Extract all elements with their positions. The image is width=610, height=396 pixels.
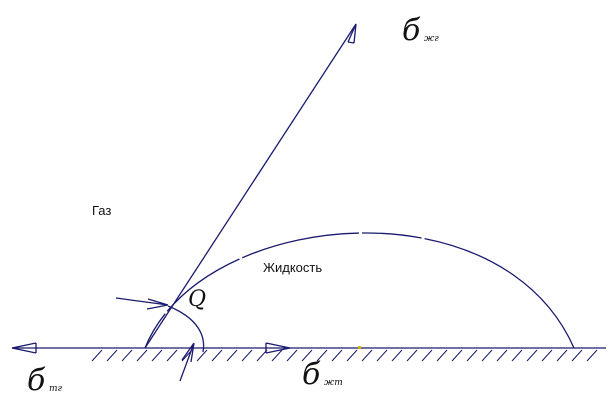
svg-text:б: б	[302, 357, 321, 392]
svg-text:б: б	[27, 363, 46, 396]
svg-text:жг: жг	[424, 34, 439, 44]
svg-text:б: б	[402, 13, 421, 48]
svg-text:тг: тг	[49, 384, 63, 394]
surface-hatching	[91, 349, 598, 362]
label-gas: Газ	[92, 203, 111, 218]
angle-marker-bottom	[179, 342, 195, 382]
label-sigma-solid-liquid: б жт	[302, 357, 343, 392]
angle-marker-top	[115, 297, 169, 310]
droplet-profile	[144, 232, 575, 349]
contact-angle-arc	[167, 305, 205, 353]
label-sigma-solid-gas: б тг	[27, 363, 63, 396]
arrowhead-solid-gas	[11, 342, 37, 354]
label-sigma-liquid-gas: б жг	[402, 13, 439, 48]
vector-liquid-gas	[144, 23, 357, 349]
arrowhead-solid-liquid	[265, 342, 291, 354]
label-contact-angle: Q	[188, 287, 206, 312]
arrowhead-liquid-gas	[347, 23, 357, 44]
surface-center-mark	[358, 346, 361, 349]
label-liquid: Жидкость	[263, 260, 322, 275]
svg-text:жт: жт	[324, 378, 343, 388]
